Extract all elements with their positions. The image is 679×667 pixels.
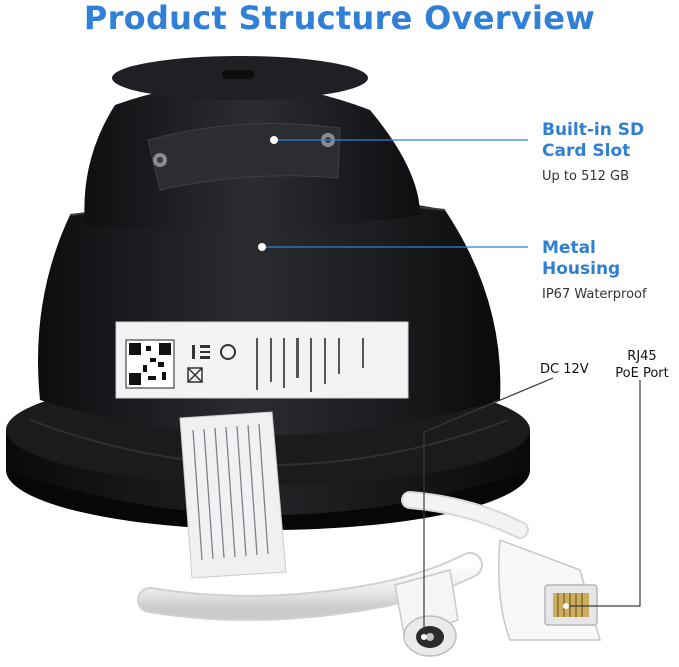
rj45-label-line2: PoE Port [615, 366, 669, 381]
housing-subtitle: IP67 Waterproof [542, 287, 647, 302]
rj45-callout [563, 380, 641, 609]
dc-port-label: DC 12V [540, 362, 589, 377]
sd-card-feature: Built-in SD Card Slot Up to 512 GB [542, 120, 644, 184]
housing-title: Metal Housing [542, 238, 621, 279]
metal-housing [38, 193, 501, 435]
page-title: Product Structure Overview [83, 0, 596, 37]
compliance-tag [179, 411, 287, 579]
housing-feature: Metal Housing IP67 Waterproof [542, 238, 679, 302]
sd-card-subtitle: Up to 512 GB [542, 169, 630, 184]
dc-port-callout [421, 377, 554, 640]
dc-barrel-connector [394, 569, 459, 657]
sd-card-title-line1: Built-in SD [542, 120, 645, 140]
rj45-label-line1: RJ45 [627, 349, 657, 364]
product-label-sticker [115, 321, 409, 399]
rj45-connector [498, 538, 601, 641]
housing-callout [258, 243, 528, 251]
sd-card-callout [270, 136, 528, 144]
rj45-port-label: RJ45 PoE Port [606, 348, 678, 382]
sd-card-title-line2: Card Slot [542, 141, 631, 161]
